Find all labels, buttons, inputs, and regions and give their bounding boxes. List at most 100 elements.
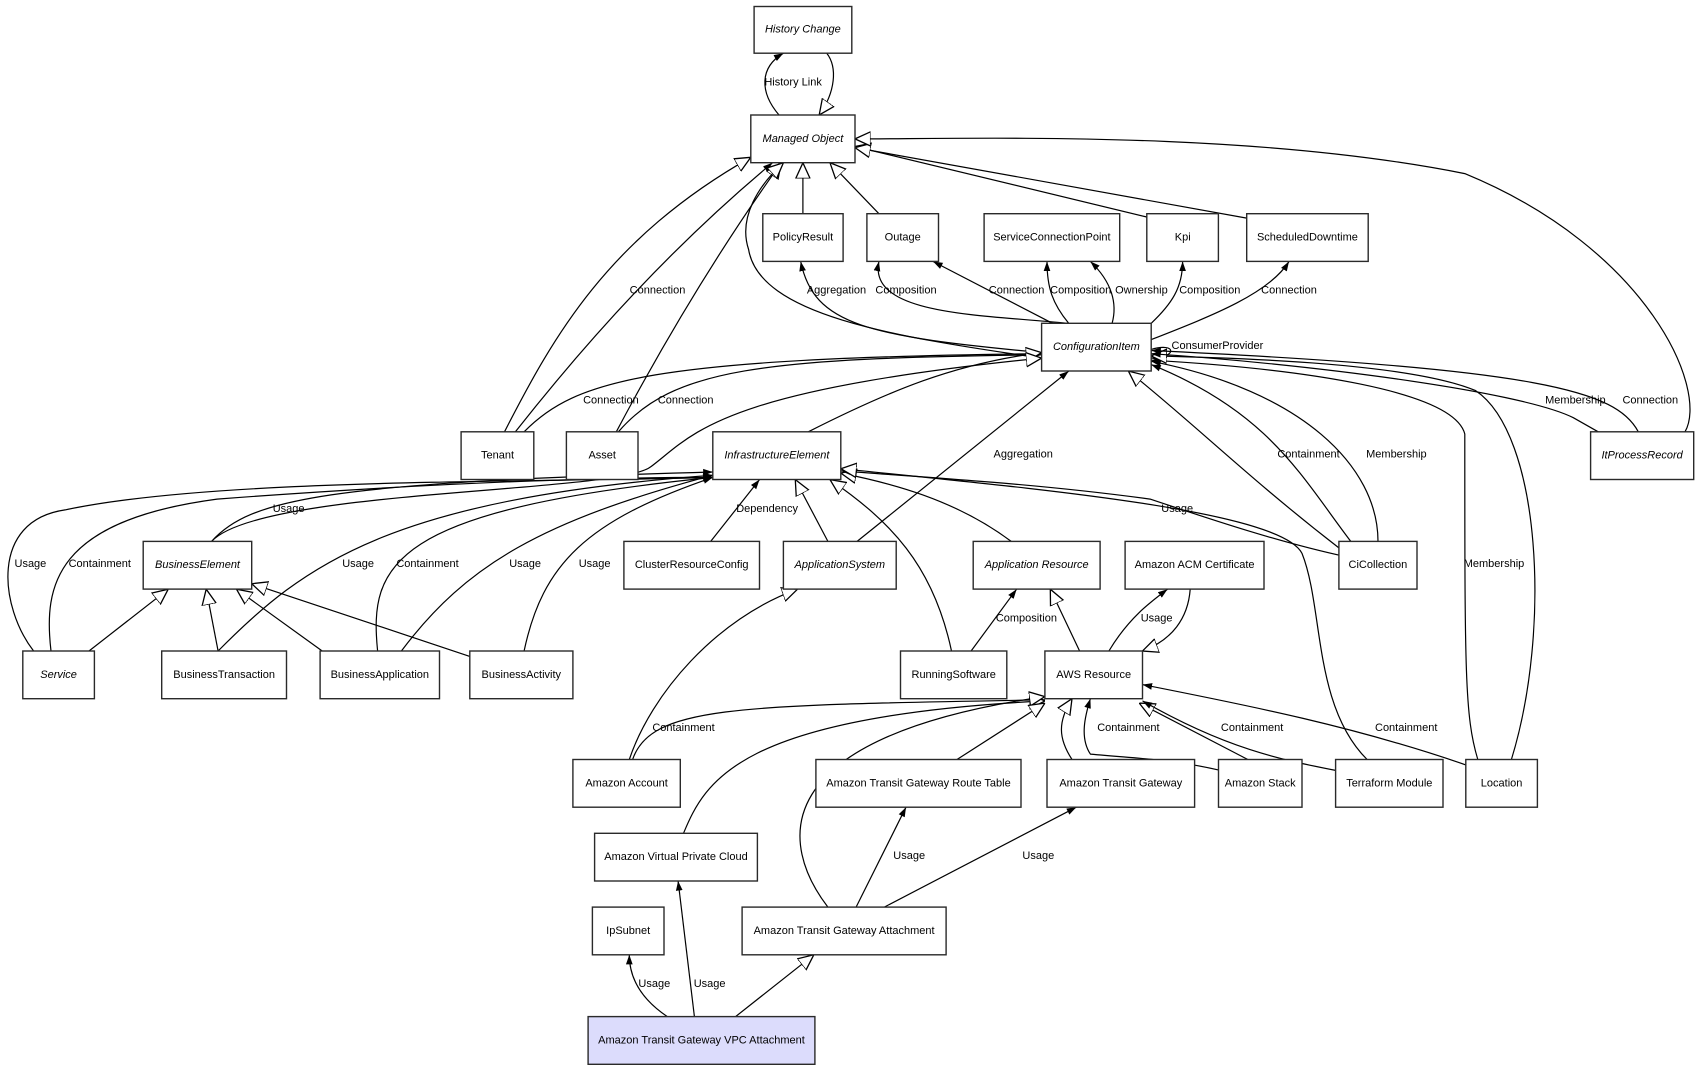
edge-line [830, 480, 953, 652]
node-amazon-account[interactable]: Amazon Account [572, 758, 682, 808]
edge-line [1151, 350, 1599, 433]
inheritance-edge-terraform-module-to-infrastructure-element [841, 469, 1368, 760]
edge-label: Containment [1277, 449, 1339, 461]
edge-line [682, 701, 1045, 834]
edge-label: Usage [1161, 503, 1193, 515]
edge-line [764, 52, 784, 116]
node-label: History Change [765, 24, 841, 36]
node-box [591, 906, 665, 956]
edge-line [1108, 588, 1168, 652]
edge-line [830, 163, 880, 215]
edge-line [970, 588, 1018, 652]
node-aws-resource[interactable]: AWS Resource [1044, 650, 1144, 700]
association-edge-it-process-record-to-configuration-item [1151, 350, 1599, 433]
node-business-application[interactable]: BusinessApplication [319, 650, 441, 700]
edge-label: Containment [1097, 722, 1159, 734]
node-box [972, 540, 1101, 590]
edge-line [841, 469, 1368, 760]
node-box [460, 431, 535, 481]
node-scheduled-downtime[interactable]: ScheduledDowntime [1245, 212, 1369, 263]
node-box [1334, 758, 1444, 808]
node-box [572, 758, 682, 808]
node-amazon-tgw-vpc-attachment[interactable]: Amazon Transit Gateway VPC Attachment [587, 1015, 816, 1065]
node-ip-subnet[interactable]: IpSubnet [591, 906, 665, 956]
node-label: Asset [588, 450, 616, 462]
edge-line [1151, 356, 1536, 760]
edge-line [1151, 347, 1639, 433]
edge-line [873, 261, 1069, 324]
node-service[interactable]: Service [22, 650, 96, 700]
node-label: Amazon Transit Gateway Route Table [826, 777, 1010, 789]
edge-line [400, 474, 713, 652]
node-box [753, 5, 853, 54]
node-box [899, 650, 1008, 700]
edge-line [206, 589, 219, 652]
node-box [762, 212, 844, 263]
inheritance-edge-kpi-to-managed-object [855, 147, 1147, 218]
node-label: ItProcessRecord [1601, 450, 1683, 462]
association-edge-location-to-aws-resource [1142, 683, 1466, 766]
edge-label: Usage [1022, 850, 1054, 862]
association-edge-amazon-tgw-attachment-to-amazon-tgw-route-table [855, 806, 907, 908]
node-application-resource[interactable]: Application Resource [972, 540, 1101, 590]
edge-label: Aggregation [807, 285, 866, 297]
node-it-process-record[interactable]: ItProcessRecord [1589, 431, 1695, 481]
edge-label: Connection [1261, 285, 1317, 297]
edge-label: Dependency [736, 503, 798, 515]
node-application-system[interactable]: ApplicationSystem [782, 540, 897, 590]
node-amazon-tgw-route-table[interactable]: Amazon Transit Gateway Route Table [815, 758, 1022, 808]
node-label: Managed Object [763, 133, 845, 145]
edge-label: Usage [579, 558, 611, 570]
node-configuration-item[interactable]: ConfigurationItem [1040, 322, 1152, 372]
node-amazon-tgw-attachment[interactable]: Amazon Transit Gateway Attachment [741, 906, 947, 956]
node-label: Amazon Virtual Private Cloud [604, 851, 747, 863]
node-business-transaction[interactable]: BusinessTransaction [160, 650, 288, 700]
edge-line [523, 350, 1042, 433]
node-amazon-acm-certificate[interactable]: Amazon ACM Certificate [1124, 540, 1265, 590]
node-label: Amazon Transit Gateway VPC Attachment [598, 1034, 805, 1046]
edge-label: Composition [875, 285, 936, 297]
node-location[interactable]: Location [1465, 758, 1539, 808]
inheritance-edge-asset-to-managed-object [615, 163, 781, 433]
node-business-element[interactable]: BusinessElement [142, 540, 253, 590]
edge-label: Aggregation [994, 449, 1053, 461]
node-box [1046, 758, 1196, 808]
edge-label: Connection [583, 394, 639, 406]
association-edge-configuration-item-to-scheduled-downtime [1150, 261, 1290, 341]
inheritance-edge-amazon-account-to-application-system [628, 589, 797, 760]
node-infrastructure-element[interactable]: InfrastructureElement [712, 431, 842, 481]
association-edge-managed-object-to-history-change [764, 52, 784, 116]
node-asset[interactable]: Asset [565, 431, 639, 481]
node-cluster-resource-config[interactable]: ClusterResourceConfig [623, 540, 761, 590]
edge-label: Connection [1622, 394, 1678, 406]
node-terraform-module[interactable]: Terraform Module [1334, 758, 1444, 808]
node-amazon-vpc[interactable]: Amazon Virtual Private Cloud [593, 832, 759, 882]
edge-line [514, 162, 773, 433]
association-edge-amazon-tgw-attachment-to-amazon-transit-gateway [884, 806, 1077, 908]
node-running-software[interactable]: RunningSoftware [899, 650, 1008, 700]
node-history-change[interactable]: History Change [753, 5, 853, 54]
node-box [1589, 431, 1695, 481]
edge-label: Usage [638, 978, 670, 990]
node-outage[interactable]: Outage [866, 212, 940, 263]
node-policy-result[interactable]: PolicyResult [762, 212, 844, 263]
inheritance-edge-amazon-stack-to-aws-resource [1139, 703, 1249, 761]
edge-label: Membership [1545, 394, 1606, 406]
edge-label: ConsumerProvider [1172, 340, 1264, 352]
edge-line [1142, 683, 1466, 766]
node-amazon-stack[interactable]: Amazon Stack [1217, 758, 1303, 808]
node-ci-collection[interactable]: CiCollection [1338, 540, 1418, 590]
node-amazon-transit-gateway[interactable]: Amazon Transit Gateway [1046, 758, 1196, 808]
node-tenant[interactable]: Tenant [460, 431, 535, 481]
node-kpi[interactable]: Kpi [1146, 212, 1220, 263]
association-edge-business-application-to-infrastructure-element [375, 475, 713, 652]
edge-line [1143, 589, 1191, 651]
node-service-connection-point[interactable]: ServiceConnectionPoint [983, 212, 1121, 263]
node-managed-object[interactable]: Managed Object [750, 114, 856, 164]
edge-line [237, 589, 323, 652]
edge-line [625, 954, 668, 1018]
inheritance-edge-outage-to-managed-object [830, 163, 880, 215]
node-business-activity[interactable]: BusinessActivity [469, 650, 574, 700]
